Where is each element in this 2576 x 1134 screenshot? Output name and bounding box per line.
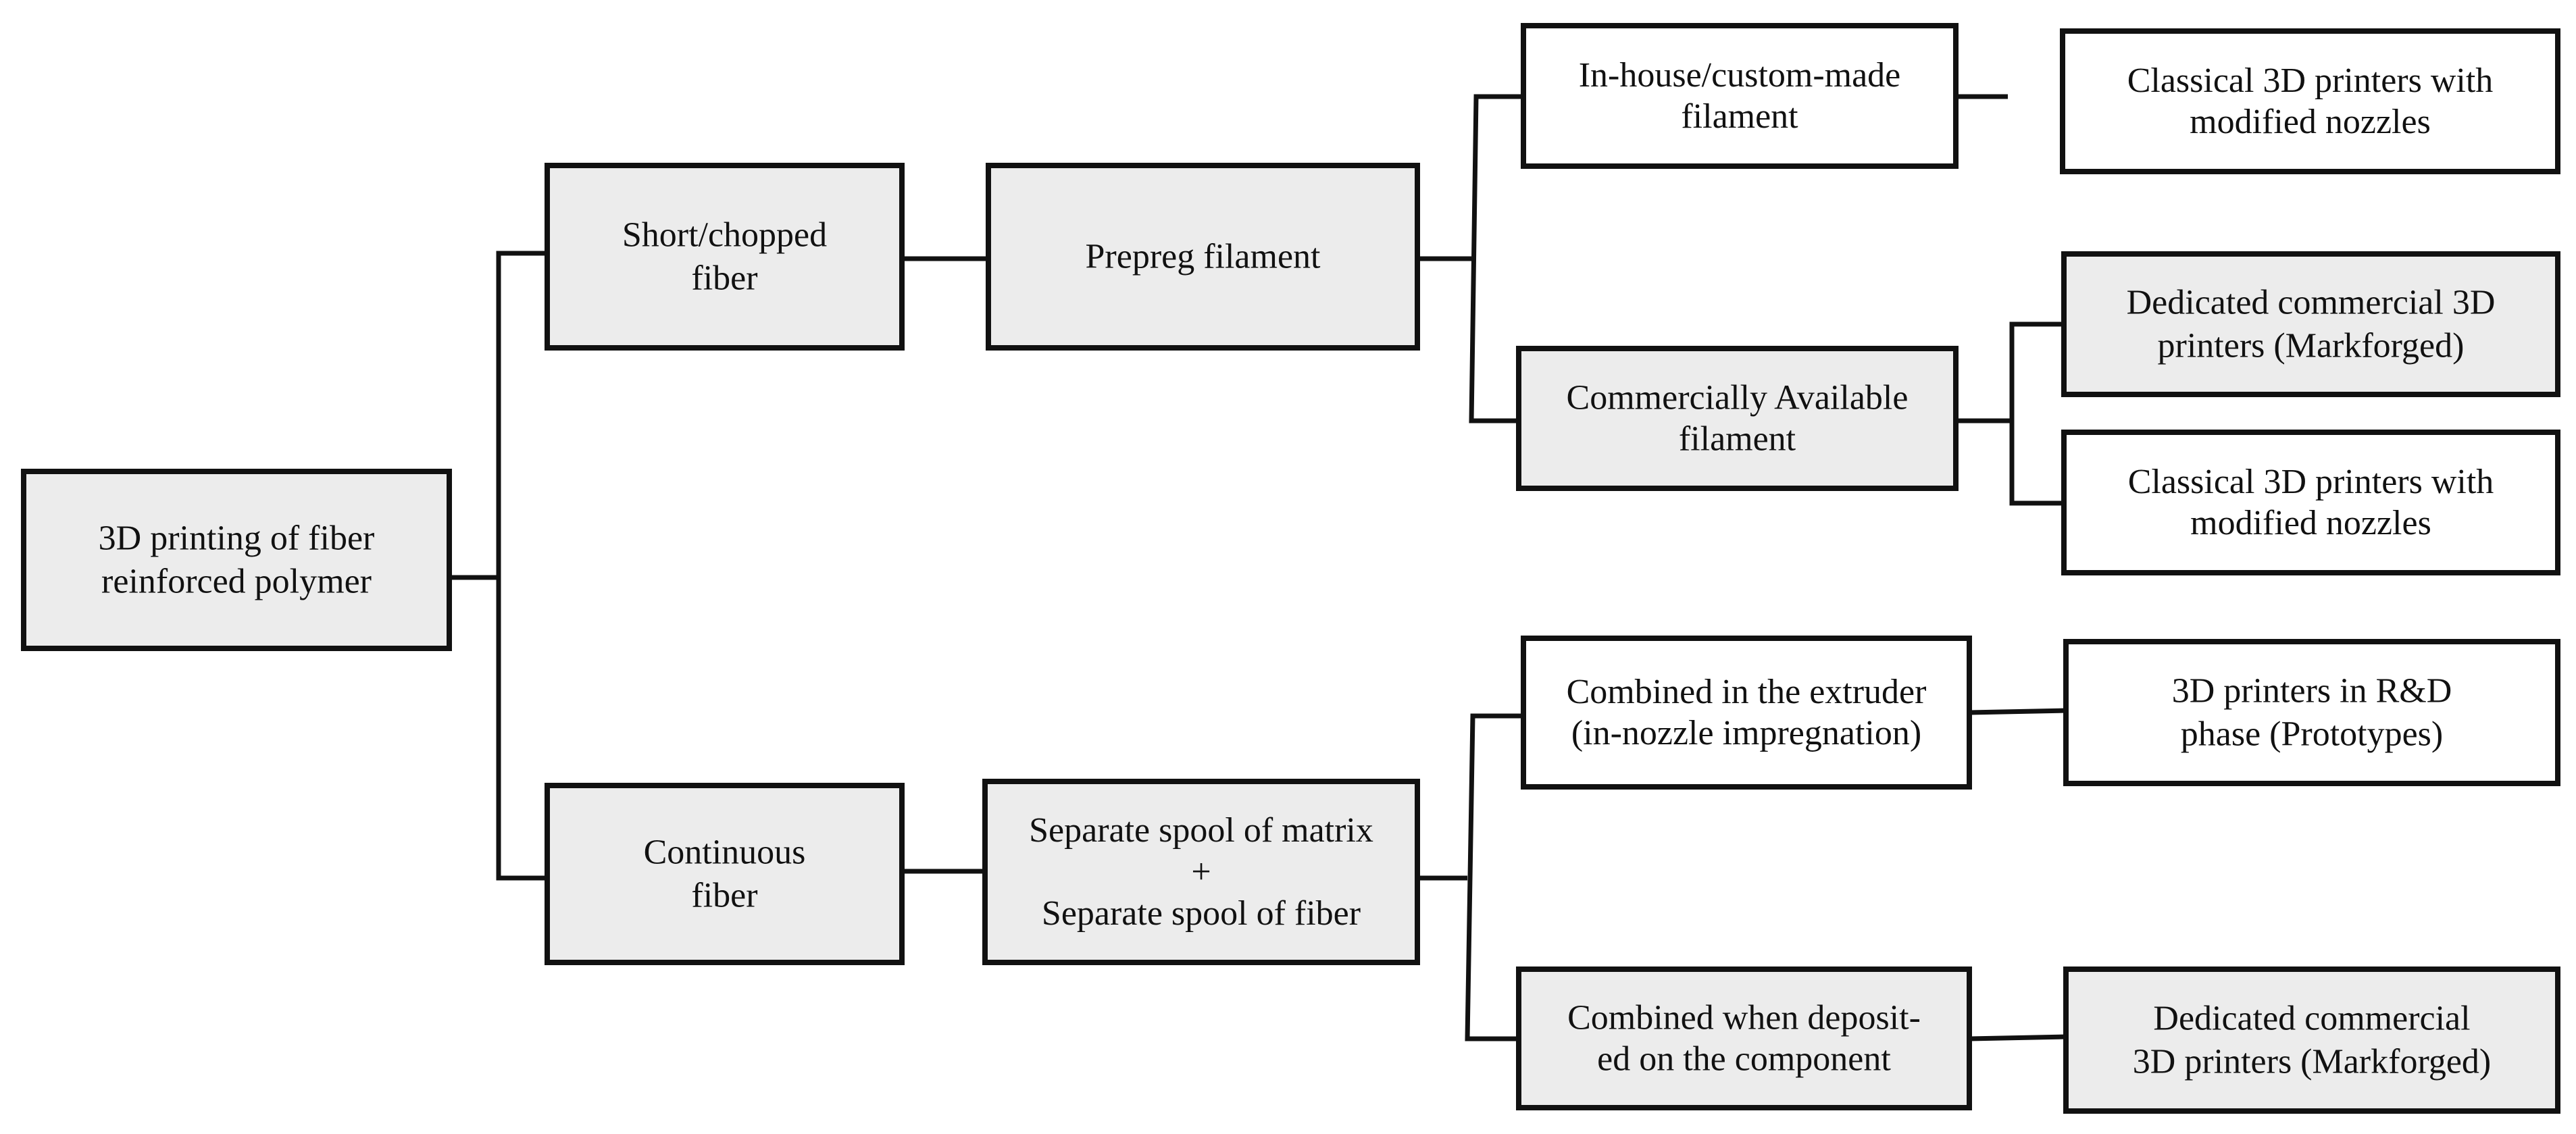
- connector-lines: [449, 94, 2067, 1041]
- connector-prepreg-bracket: [1469, 94, 1523, 423]
- node-root: 3D printing of fiber reinforced polymer: [21, 469, 452, 651]
- node-label-root-line-1: 3D printing of fiber: [99, 519, 375, 558]
- node-label-short-fiber-line-2: fiber: [691, 259, 757, 297]
- node-label-short-fiber-line-1: Short/chopped: [622, 216, 827, 255]
- node-label-classical-printers-1-line-1: Classical 3D printers with: [2127, 61, 2494, 100]
- node-box-combined-deposited: [1516, 967, 1972, 1110]
- node-label-separate-spools-line-2: +: [1191, 853, 1211, 892]
- node-label-rd-prototypes-line-2: phase (Prototypes): [2181, 715, 2443, 753]
- node-continuous-fiber: Continuous fiber: [545, 783, 905, 965]
- node-label-combined-deposited-line-1: Combined when deposit-: [1567, 998, 1921, 1037]
- node-box-root: [21, 469, 452, 651]
- node-box-combined-extruder: [1521, 636, 1972, 790]
- node-label-dedicated-markforged-2-line-2: 3D printers (Markforged): [2133, 1042, 2491, 1081]
- node-separate-spools: Separate spool of matrix+Separate spool …: [982, 779, 1420, 965]
- node-label-continuous-fiber-line-2: fiber: [691, 876, 757, 914]
- node-label-commercial-filament-line-1: Commercially Available: [1567, 378, 1909, 417]
- connector-root-bracket: [496, 251, 547, 881]
- node-box-commercial-filament: [1516, 346, 1959, 491]
- connector-deposited-to-dedicated: [1969, 1034, 2067, 1041]
- node-label-classical-printers-2-line-1: Classical 3D printers with: [2128, 463, 2494, 501]
- node-box-prepreg-filament: [986, 163, 1420, 351]
- node-label-separate-spools-line-3: Separate spool of fiber: [1042, 894, 1361, 933]
- node-label-inhouse-filament-line-1: In-house/custom-made: [1579, 56, 1901, 95]
- node-label-root-line-2: reinforced polymer: [101, 562, 372, 600]
- node-short-fiber: Short/chopped fiber: [545, 163, 905, 351]
- node-label-separate-spools-line-1: Separate spool of matrix: [1029, 811, 1373, 850]
- connector-extruder-to-rd: [1969, 708, 2067, 715]
- node-label-rd-prototypes-line-1: 3D printers in R&D: [2172, 672, 2452, 711]
- node-box-dedicated-markforged-2: [2063, 967, 2560, 1114]
- node-box-short-fiber: [545, 163, 905, 351]
- node-label-classical-printers-1-line-2: modified nozzles: [2190, 103, 2431, 141]
- node-label-dedicated-markforged-1-line-2: printers (Markforged): [2158, 326, 2465, 365]
- node-box-inhouse-filament: [1521, 23, 1959, 169]
- node-box-continuous-fiber: [545, 783, 905, 965]
- node-label-combined-deposited-line-2: ed on the component: [1597, 1040, 1891, 1079]
- node-combined-deposited: Combined when deposit-ed on the componen…: [1516, 967, 1972, 1110]
- node-label-dedicated-markforged-2-line-1: Dedicated commercial: [2153, 1000, 2470, 1038]
- node-label-dedicated-markforged-1-line-1: Dedicated commercial 3D: [2127, 284, 2496, 322]
- node-box-classical-printers-2: [2061, 430, 2560, 575]
- node-prepreg-filament: Prepreg filament: [986, 163, 1420, 351]
- connector-commercial-bracket: [2009, 321, 2064, 506]
- node-label-inhouse-filament-line-2: filament: [1681, 97, 1798, 136]
- node-label-combined-extruder-line-2: (in-nozzle impregnation): [1571, 714, 1921, 752]
- node-box-rd-prototypes: [2063, 639, 2560, 786]
- node-dedicated-markforged-2: Dedicated commercial 3D printers (Markfor…: [2063, 967, 2560, 1114]
- node-label-prepreg-filament-line-1: Prepreg filament: [1086, 238, 1321, 276]
- node-dedicated-markforged-1: Dedicated commercial 3D printers (Markfor…: [2061, 251, 2560, 397]
- node-box-dedicated-markforged-1: [2061, 251, 2560, 397]
- node-label-commercial-filament-line-2: filament: [1679, 420, 1796, 459]
- node-label-classical-printers-2-line-2: modified nozzles: [2190, 504, 2431, 542]
- node-label-continuous-fiber-line-1: Continuous: [644, 833, 806, 872]
- node-box-separate-spools: [982, 779, 1420, 965]
- diagram-nodes: 3D printing of fiber reinforced polymer Sh…: [21, 23, 2560, 1114]
- connector-spools-bracket: [1465, 713, 1523, 1041]
- node-box-classical-printers-1: [2060, 28, 2560, 174]
- node-label-combined-extruder-line-1: Combined in the extruder: [1567, 673, 1927, 711]
- node-combined-extruder: Combined in the extruder(in-nozzle impre…: [1521, 636, 1972, 790]
- node-rd-prototypes: 3D printers in R&D phase (Prototypes): [2063, 639, 2560, 786]
